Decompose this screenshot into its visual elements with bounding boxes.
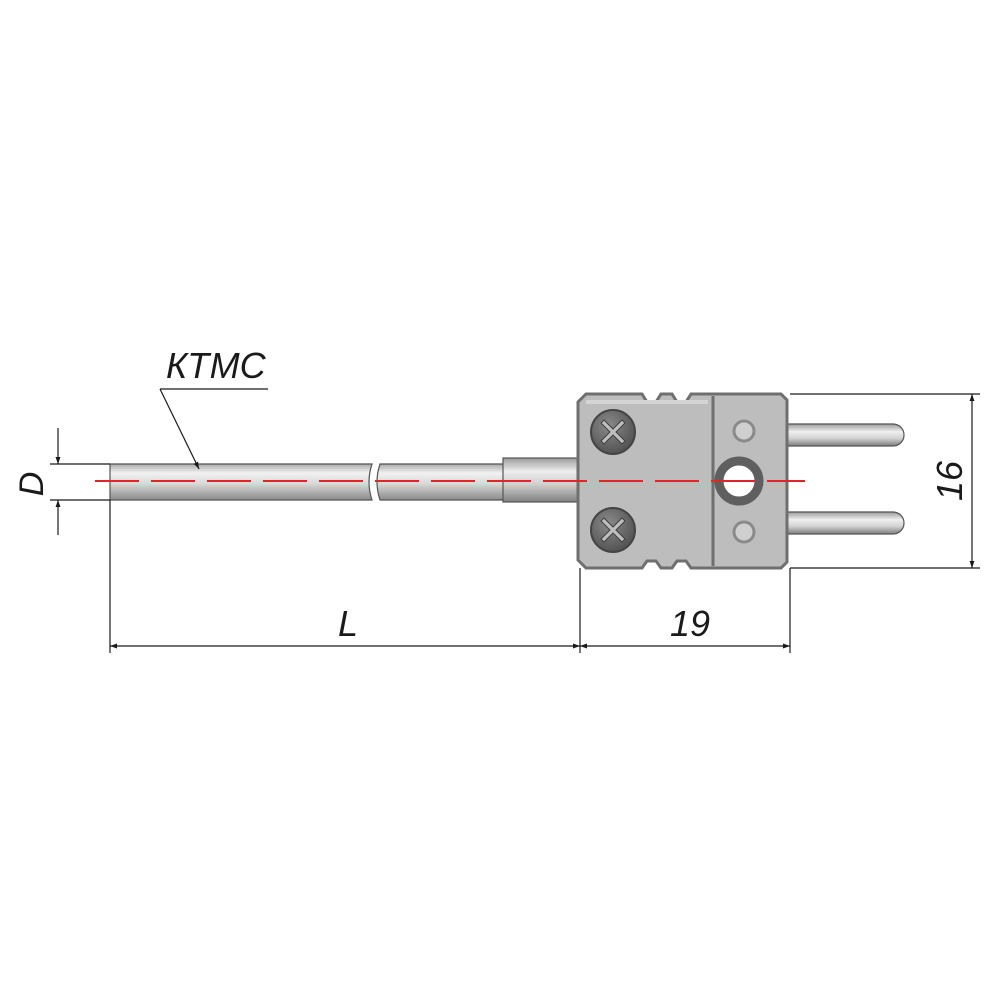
pin-top — [784, 423, 905, 447]
label-connector-height: 16 — [929, 460, 970, 501]
phillips-screw-icon — [590, 507, 636, 553]
phillips-screw-icon — [590, 409, 636, 455]
label-length: L — [338, 603, 358, 644]
leader-cable-material — [159, 388, 268, 470]
label-diameter: D — [13, 472, 51, 497]
pin-bottom — [784, 511, 905, 535]
label-cable-material: КТМС — [166, 345, 267, 386]
dimension-connector-height — [790, 393, 980, 569]
dimension-length — [109, 500, 791, 653]
label-connector-length: 19 — [670, 603, 710, 644]
pin-hole-bottom — [732, 520, 756, 544]
connector-highlight — [586, 400, 708, 404]
pin-hole-top — [732, 419, 756, 443]
connector-pins — [784, 423, 905, 535]
dimension-diameter — [50, 428, 110, 535]
